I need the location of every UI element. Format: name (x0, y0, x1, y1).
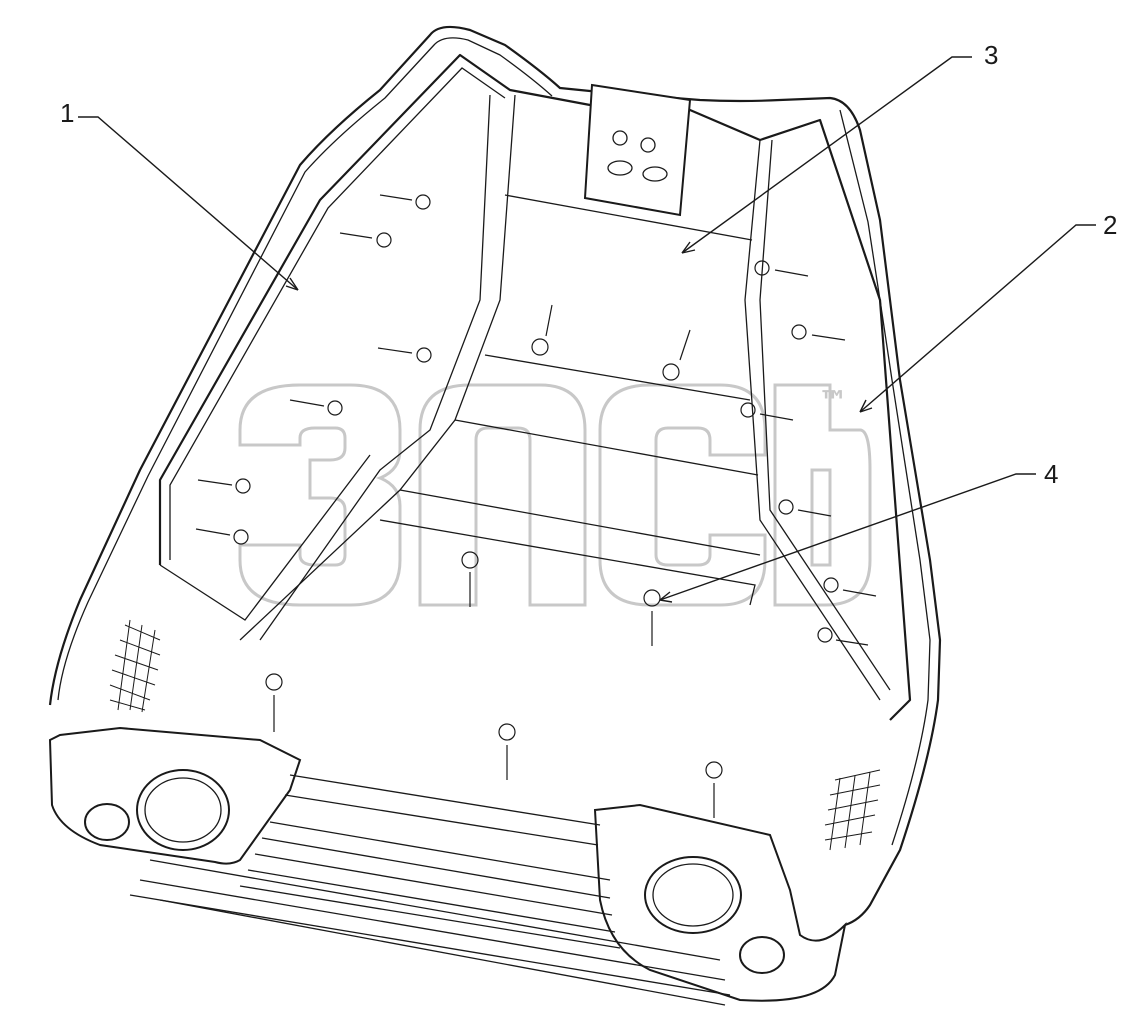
rivet (265, 673, 283, 732)
rivet (377, 347, 432, 363)
vent-mesh-left (109, 619, 161, 713)
front-grille (129, 821, 731, 1006)
rivet (643, 589, 661, 646)
headlamp-right (644, 856, 742, 934)
rivet (197, 478, 251, 494)
rivet (817, 627, 869, 646)
rivet (498, 723, 516, 780)
callout-leaders (78, 56, 1096, 603)
fasteners (195, 194, 877, 818)
rivet (740, 402, 794, 421)
headlamp-left (136, 769, 230, 851)
watermark-logo: ™ (238, 383, 872, 607)
trademark-symbol: ™ (818, 385, 848, 420)
rivet (531, 304, 553, 356)
vent-mesh-right (824, 769, 881, 851)
rivet (791, 324, 846, 341)
rivet (823, 577, 877, 597)
rivet (461, 551, 479, 607)
rivet (379, 194, 431, 210)
indicator-left (84, 803, 130, 841)
rivet (289, 399, 343, 416)
callout-3: 3 (984, 40, 998, 70)
indicator-right (739, 936, 785, 974)
rivet (754, 260, 809, 277)
hinge-bracket (583, 83, 692, 217)
callout-4: 4 (1044, 459, 1058, 489)
rivet (195, 528, 249, 545)
rivet (339, 232, 392, 248)
rivet (662, 329, 691, 381)
cab-housing (48, 25, 942, 1006)
callout-1: 1 (60, 98, 74, 128)
rivet (778, 499, 832, 517)
callout-2: 2 (1103, 210, 1117, 240)
rivet (705, 761, 723, 818)
